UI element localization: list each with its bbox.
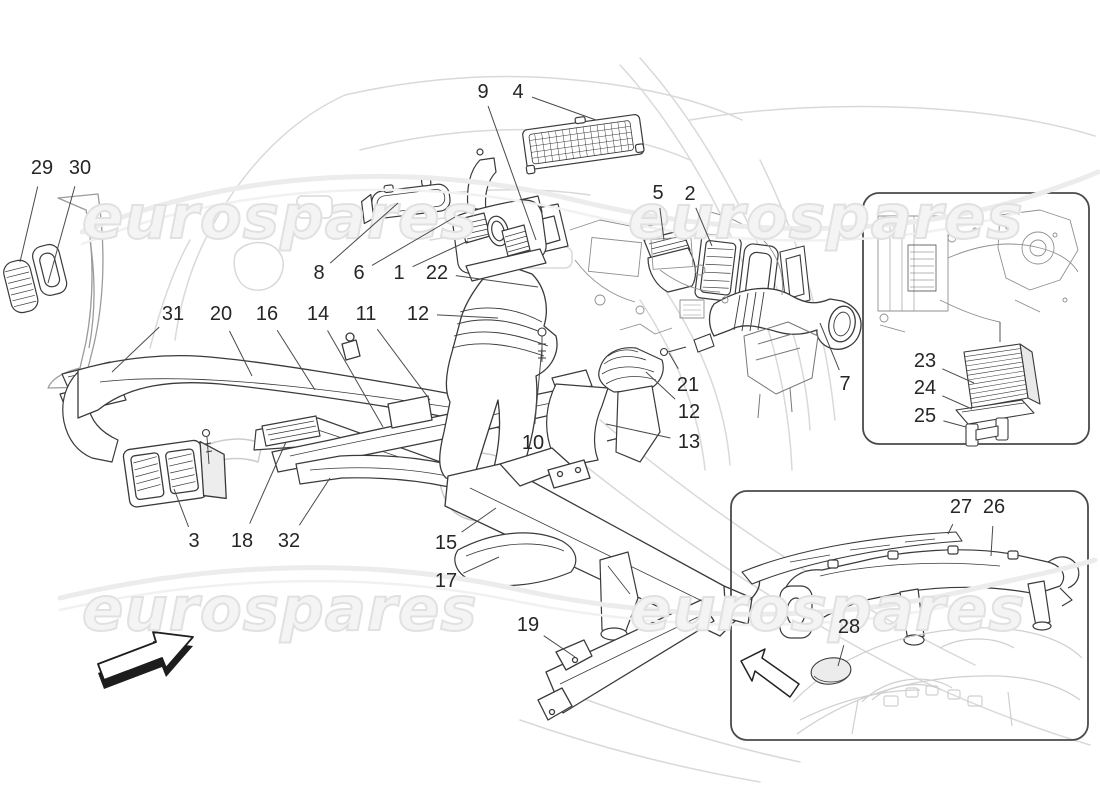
mounting-bracket — [743, 321, 819, 419]
direction-arrow-inset — [740, 648, 800, 698]
part-callout-8: 8 — [313, 262, 325, 284]
part-callout-4: 4 — [512, 81, 524, 103]
filter-cover-24 — [955, 399, 1035, 425]
part-callout-32: 32 — [277, 530, 301, 552]
part-callout-24: 24 — [913, 377, 937, 399]
part-callout-23: 23 — [913, 350, 937, 372]
part-callout-17: 17 — [434, 570, 458, 592]
part-callout-15: 15 — [434, 532, 458, 554]
duct-5 — [643, 229, 697, 293]
part-callout-26: 26 — [982, 496, 1006, 518]
part-callout-14: 14 — [306, 303, 330, 325]
part-callout-9: 9 — [477, 81, 489, 103]
part-callout-29: 29 — [30, 157, 54, 179]
part-callout-16: 16 — [255, 303, 279, 325]
frame-right — [779, 245, 811, 307]
cabin-filter-23 — [963, 343, 1041, 409]
part-callout-30: 30 — [68, 157, 92, 179]
part-callout-12: 12 — [677, 401, 701, 423]
vent-grille-29 — [3, 259, 39, 314]
part-callout-28: 28 — [837, 616, 861, 638]
part-callout-27: 27 — [949, 496, 973, 518]
part-callout-19: 19 — [516, 614, 540, 636]
part-callout-2: 2 — [684, 183, 696, 205]
inset-box-filter-detail — [862, 192, 1090, 447]
screw-near-vent3 — [201, 428, 213, 465]
dashboard-outline — [792, 627, 1083, 735]
part-callout-1: 1 — [393, 262, 405, 284]
trim-strip-27 — [741, 531, 963, 585]
part-callout-10: 10 — [521, 432, 545, 454]
filter-clip-25 — [965, 417, 1009, 447]
part-callout-22: 22 — [425, 262, 449, 284]
part-callout-7: 7 — [839, 373, 851, 395]
part-callout-12: 12 — [406, 303, 430, 325]
part-callout-25: 25 — [913, 405, 937, 427]
funnel-22 — [439, 261, 558, 489]
part-callout-20: 20 — [209, 303, 233, 325]
part-callout-6: 6 — [353, 262, 365, 284]
screw-21 — [659, 333, 715, 357]
part-callout-13: 13 — [677, 431, 701, 453]
watermark-swoosh — [57, 169, 1100, 627]
part-callout-31: 31 — [161, 303, 185, 325]
part-callout-18: 18 — [230, 530, 254, 552]
part-callout-21: 21 — [676, 374, 700, 396]
part-callout-3: 3 — [188, 530, 200, 552]
inset-box-dashboard-detail — [730, 490, 1089, 741]
part-callout-11: 11 — [355, 303, 377, 325]
hvac-machinery — [569, 209, 783, 335]
grille-4 — [522, 114, 645, 175]
part-callout-5: 5 — [652, 182, 664, 204]
direction-arrow-main — [97, 631, 194, 689]
